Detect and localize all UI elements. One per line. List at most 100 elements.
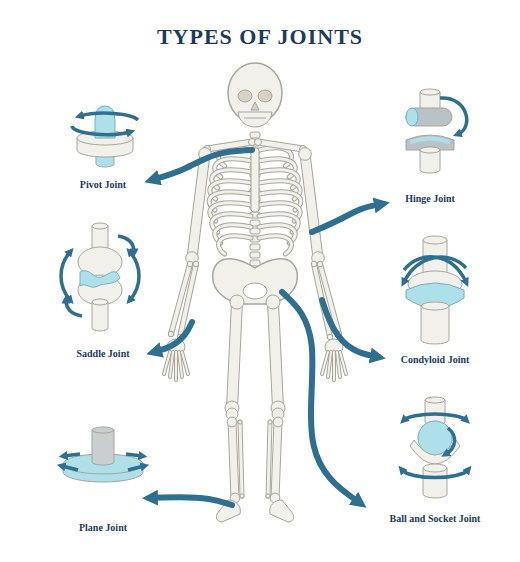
- finger-outline: [182, 352, 188, 374]
- rib: [259, 236, 291, 254]
- motion-arrow: [440, 98, 467, 134]
- finger-outline: [340, 352, 346, 374]
- jaw: [238, 112, 272, 127]
- motion-arrow: [72, 126, 130, 135]
- rib-outline: [219, 236, 251, 254]
- bone-end: [299, 148, 312, 161]
- motion-arrow: [118, 236, 134, 252]
- bone-outline: [232, 422, 235, 498]
- bone-outline: [273, 302, 278, 408]
- bone-end: [230, 295, 244, 309]
- bone-outline: [240, 422, 242, 496]
- motion-arrow: [402, 470, 468, 478]
- foot: [270, 500, 294, 522]
- vertebra: [250, 244, 260, 250]
- saddle-bone-top: [92, 299, 108, 305]
- bone: [273, 302, 278, 408]
- joint-label: Ball and Socket Joint: [388, 513, 483, 524]
- sternum: [251, 148, 259, 212]
- finger-outline: [328, 352, 331, 377]
- bone-outline: [305, 154, 318, 258]
- joint-icons: [61, 89, 468, 498]
- eye-socket: [258, 90, 272, 102]
- bone-end: [317, 261, 323, 267]
- bone-outline: [258, 142, 303, 149]
- condyloid-bone: [421, 306, 449, 344]
- socket-bone-top: [423, 464, 447, 472]
- rib: [219, 236, 251, 254]
- bone-outline: [275, 422, 278, 498]
- bone-end: [268, 420, 272, 424]
- bone-outline: [192, 154, 205, 258]
- vertebra: [250, 132, 260, 138]
- bone-end: [273, 417, 283, 427]
- motion-arrow: [446, 428, 455, 454]
- hinge-cartilage: [406, 108, 418, 126]
- motion-arrow: [130, 252, 139, 300]
- title: TYPES OF JOINTS: [0, 24, 520, 50]
- joint-label: Hinge Joint: [403, 193, 457, 204]
- bone-outline: [232, 302, 237, 408]
- motion-arrow: [62, 466, 78, 470]
- condyloid-bone-top: [423, 236, 447, 244]
- bone-end: [187, 261, 193, 267]
- motion-arrow: [126, 454, 142, 456]
- finger: [328, 352, 331, 377]
- joint-label: Condyloid Joint: [399, 354, 472, 365]
- motion-arrow: [80, 113, 138, 120]
- bone: [232, 302, 237, 408]
- bone-outline: [268, 422, 270, 496]
- motion-arrow: [61, 252, 70, 300]
- plane-bone-top: [92, 427, 114, 433]
- teeth: [244, 118, 266, 119]
- joint-label: Pivot Joint: [78, 179, 128, 190]
- bone: [240, 422, 242, 496]
- leader-arrow: [154, 322, 192, 352]
- finger: [175, 352, 177, 380]
- finger: [170, 352, 173, 377]
- motion-arrow: [128, 466, 144, 470]
- finger: [340, 352, 346, 374]
- finger-outline: [174, 352, 178, 380]
- joint-label: Saddle Joint: [74, 348, 131, 359]
- eye-socket: [238, 90, 252, 102]
- bone-end: [227, 417, 237, 427]
- ball-bone-top: [425, 397, 445, 403]
- finger: [182, 352, 188, 374]
- hinge-cartilage: [410, 137, 450, 145]
- leader-arrow: [152, 150, 252, 180]
- bone-end: [193, 261, 199, 267]
- bone: [258, 142, 303, 149]
- finger-outline: [332, 352, 336, 380]
- finger: [333, 352, 335, 380]
- motion-arrow: [404, 257, 466, 282]
- leader-arrow: [322, 300, 378, 357]
- bone: [275, 422, 278, 498]
- motion-arrow: [404, 257, 466, 282]
- saddle-bone-top: [92, 223, 108, 229]
- saddle-cartilage: [80, 271, 120, 288]
- bone-end: [240, 494, 244, 498]
- leader-arrow: [282, 292, 360, 503]
- bone-end: [238, 420, 242, 424]
- leader-arrow: [150, 497, 232, 505]
- motion-arrow: [66, 300, 82, 316]
- joint-label: Plane Joint: [77, 522, 129, 533]
- vertebra: [250, 252, 260, 258]
- pelvis-hole: [243, 283, 267, 299]
- bone-end: [266, 494, 270, 498]
- plane-bone: [92, 430, 114, 465]
- bone-end: [266, 295, 280, 309]
- motion-arrow: [404, 414, 466, 420]
- condyloid-bone-top: [421, 302, 449, 310]
- bone: [192, 154, 205, 258]
- rib-outline: [259, 236, 291, 254]
- bone: [305, 154, 318, 258]
- bone: [268, 422, 270, 496]
- bone-end: [255, 139, 262, 146]
- bone-end: [311, 261, 317, 267]
- hinge-roller: [406, 108, 452, 126]
- hinge-bone-top: [420, 89, 440, 95]
